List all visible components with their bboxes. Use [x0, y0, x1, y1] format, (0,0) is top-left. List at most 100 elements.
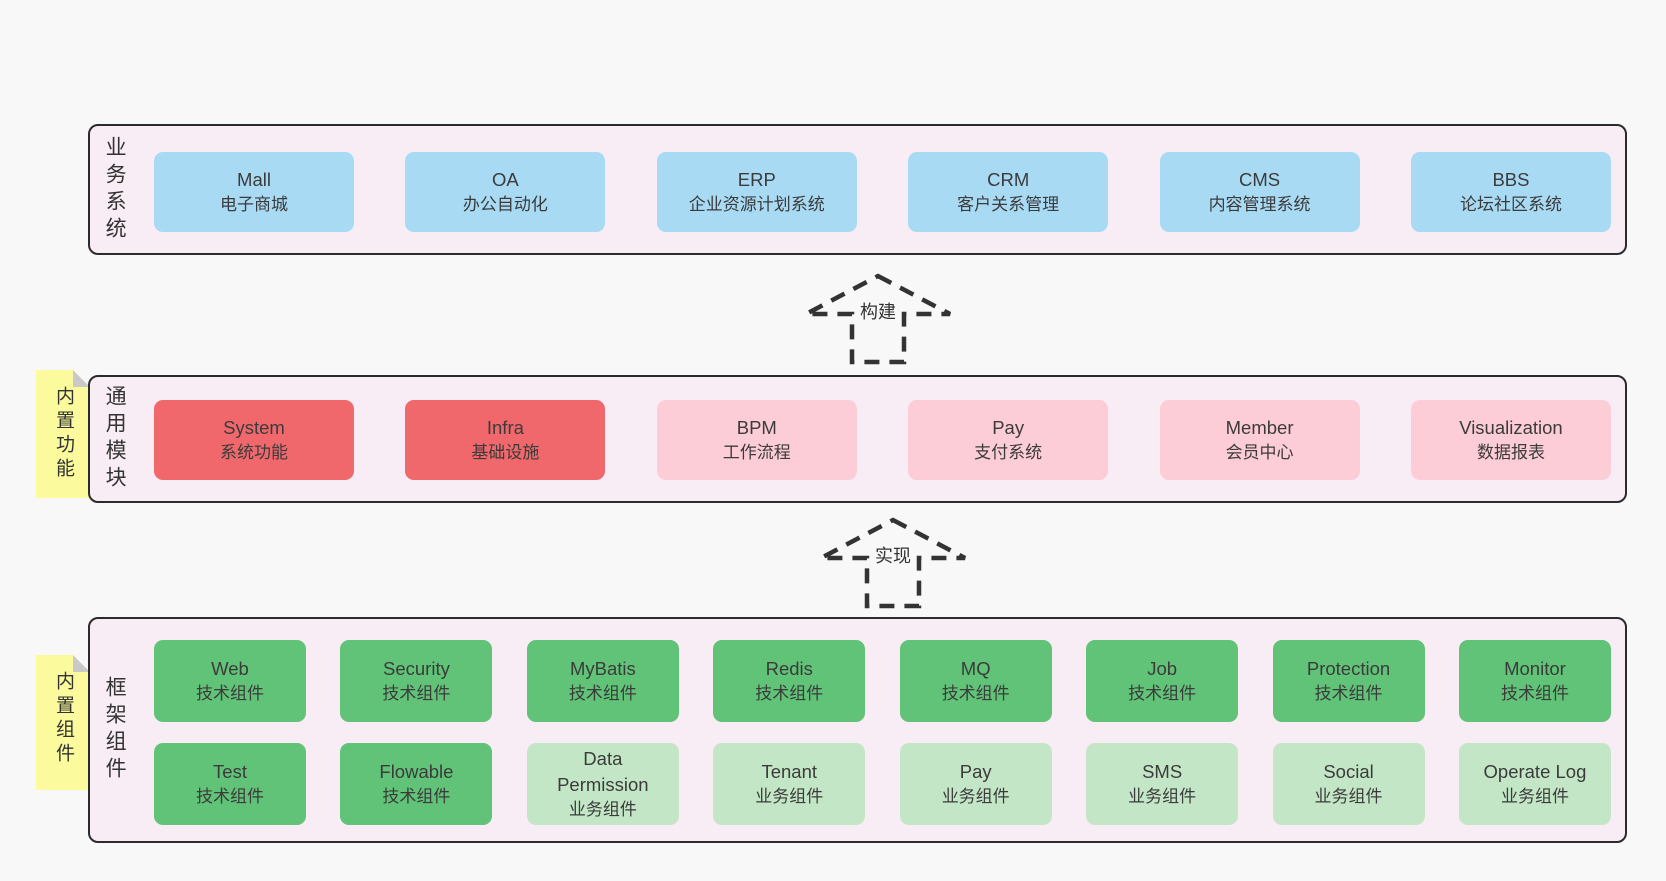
- box-mall: Mall 电子商城: [154, 152, 354, 232]
- box-tenant: Tenant 业务组件: [713, 743, 866, 825]
- note-label: 内置功能: [52, 386, 74, 482]
- box-title: OA: [492, 168, 519, 190]
- common-modules-section: 通用模块 System 系统功能 Infra 基础设施 BPM 工作流程 Pay…: [88, 375, 1627, 503]
- box-infra: Infra 基础设施: [405, 400, 606, 480]
- box-subtitle: 客户关系管理: [957, 195, 1060, 215]
- box-subtitle: 电子商城: [220, 195, 288, 215]
- box-title: Pay: [992, 416, 1025, 438]
- box-subtitle: 技术组件: [941, 684, 1010, 704]
- box-title: Member: [1225, 416, 1294, 438]
- box-sms: SMS 业务组件: [1086, 743, 1239, 825]
- box-subtitle: 技术组件: [1314, 684, 1383, 704]
- box-subtitle: 系统功能: [220, 443, 288, 463]
- business-box-row: Mall 电子商城 OA 办公自动化 ERP 企业资源计划系统 CRM 客户关系…: [154, 152, 1611, 232]
- builtin-components-note: 内置组件: [36, 655, 90, 790]
- box-mybatis: MyBatis 技术组件: [526, 640, 679, 722]
- box-visualization: Visualization 数据报表: [1410, 400, 1611, 480]
- section-label-components: 框架组件: [103, 676, 127, 784]
- components-box-row-1: Web 技术组件 Security 技术组件 MyBatis 技术组件 Redi…: [154, 640, 1611, 722]
- box-title: Tenant: [761, 760, 818, 782]
- box-title: MQ: [960, 657, 991, 679]
- box-system: System 系统功能: [154, 400, 354, 480]
- box-pay: Pay 支付系统: [908, 400, 1109, 480]
- box-subtitle: 数据报表: [1476, 443, 1545, 463]
- box-title: Test: [213, 760, 247, 782]
- box-title: BBS: [1492, 168, 1530, 190]
- box-title: ERP: [737, 168, 776, 190]
- box-social: Social 业务组件: [1272, 743, 1425, 825]
- builtin-features-note: 内置功能: [36, 370, 90, 498]
- box-subtitle: 论坛社区系统: [1459, 195, 1562, 215]
- box-subtitle: 技术组件: [755, 684, 824, 704]
- box-title: Mall: [237, 168, 271, 190]
- box-protection: Protection 技术组件: [1272, 640, 1425, 722]
- box-bpm: BPM 工作流程: [656, 400, 857, 480]
- box-title: Job: [1147, 657, 1178, 679]
- section-label-modules: 通用模块: [103, 385, 127, 493]
- box-monitor: Monitor 技术组件: [1458, 640, 1611, 722]
- box-data-permission: Data Permission 业务组件: [526, 743, 679, 825]
- box-title: Operate Log: [1483, 760, 1587, 782]
- components-box-row-2: Test 技术组件 Flowable 技术组件 Data Permission …: [154, 743, 1611, 825]
- box-subtitle: 业务组件: [568, 800, 637, 820]
- up-arrow-icon: [804, 273, 952, 365]
- box-subtitle: 技术组件: [382, 684, 451, 704]
- box-subtitle: 业务组件: [1128, 787, 1197, 807]
- box-title: System: [223, 416, 285, 438]
- box-title: CRM: [987, 168, 1030, 190]
- box-subtitle: 技术组件: [1128, 684, 1197, 704]
- box-subtitle: 技术组件: [1500, 684, 1569, 704]
- box-pay-biz: Pay 业务组件: [899, 743, 1052, 825]
- box-job: Job 技术组件: [1086, 640, 1239, 722]
- box-subtitle: 业务组件: [1500, 787, 1569, 807]
- box-bbs: BBS 论坛社区系统: [1410, 152, 1611, 232]
- box-subtitle: 技术组件: [382, 787, 451, 807]
- box-operate-log: Operate Log 业务组件: [1458, 743, 1611, 825]
- box-title: CMS: [1239, 168, 1281, 190]
- box-subtitle: 技术组件: [196, 787, 264, 807]
- box-subtitle: 企业资源计划系统: [688, 195, 825, 215]
- box-title: Flowable: [379, 760, 454, 782]
- box-title: Redis: [765, 657, 813, 679]
- box-member: Member 会员中心: [1159, 400, 1360, 480]
- box-title: BPM: [736, 416, 777, 438]
- box-title: SMS: [1142, 760, 1183, 782]
- up-arrow-icon: [819, 517, 967, 609]
- box-subtitle: 业务组件: [755, 787, 824, 807]
- box-subtitle: 技术组件: [196, 684, 264, 704]
- note-label: 内置组件: [52, 671, 74, 767]
- build-arrow: 构建: [803, 273, 953, 365]
- box-subtitle: 会员中心: [1225, 443, 1294, 463]
- box-subtitle: 技术组件: [568, 684, 637, 704]
- implement-arrow: 实现: [818, 517, 968, 609]
- box-test: Test 技术组件: [154, 743, 306, 825]
- box-redis: Redis 技术组件: [713, 640, 866, 722]
- box-subtitle: 办公自动化: [462, 195, 548, 215]
- box-title: Infra: [486, 416, 524, 438]
- box-title: MyBatis: [569, 657, 636, 679]
- box-title: Pay: [959, 760, 992, 782]
- box-mq: MQ 技术组件: [899, 640, 1052, 722]
- framework-components-section: 框架组件 Web 技术组件 Security 技术组件 MyBatis 技术组件…: [88, 617, 1627, 843]
- section-label-business: 业务系统: [103, 135, 127, 244]
- box-title: Security: [383, 657, 450, 679]
- box-erp: ERP 企业资源计划系统: [656, 152, 857, 232]
- box-security: Security 技术组件: [340, 640, 493, 722]
- box-crm: CRM 客户关系管理: [908, 152, 1109, 232]
- box-title: Protection: [1306, 657, 1391, 679]
- box-subtitle: 基础设施: [471, 443, 540, 463]
- box-title: Web: [211, 657, 249, 679]
- box-subtitle: 内容管理系统: [1208, 195, 1311, 215]
- business-systems-section: 业务系统 Mall 电子商城 OA 办公自动化 ERP 企业资源计划系统 CRM…: [88, 124, 1627, 255]
- box-title: Monitor: [1504, 657, 1566, 679]
- box-title: Social: [1323, 760, 1374, 782]
- box-subtitle: 工作流程: [722, 443, 791, 463]
- modules-box-row: System 系统功能 Infra 基础设施 BPM 工作流程 Pay 支付系统…: [154, 400, 1611, 480]
- box-subtitle: 业务组件: [941, 787, 1010, 807]
- box-flowable: Flowable 技术组件: [340, 743, 493, 825]
- box-web: Web 技术组件: [154, 640, 306, 722]
- arrow-label: 实现: [870, 541, 916, 569]
- box-subtitle: 支付系统: [974, 443, 1043, 463]
- arrow-label: 构建: [855, 297, 901, 325]
- box-subtitle: 业务组件: [1314, 787, 1383, 807]
